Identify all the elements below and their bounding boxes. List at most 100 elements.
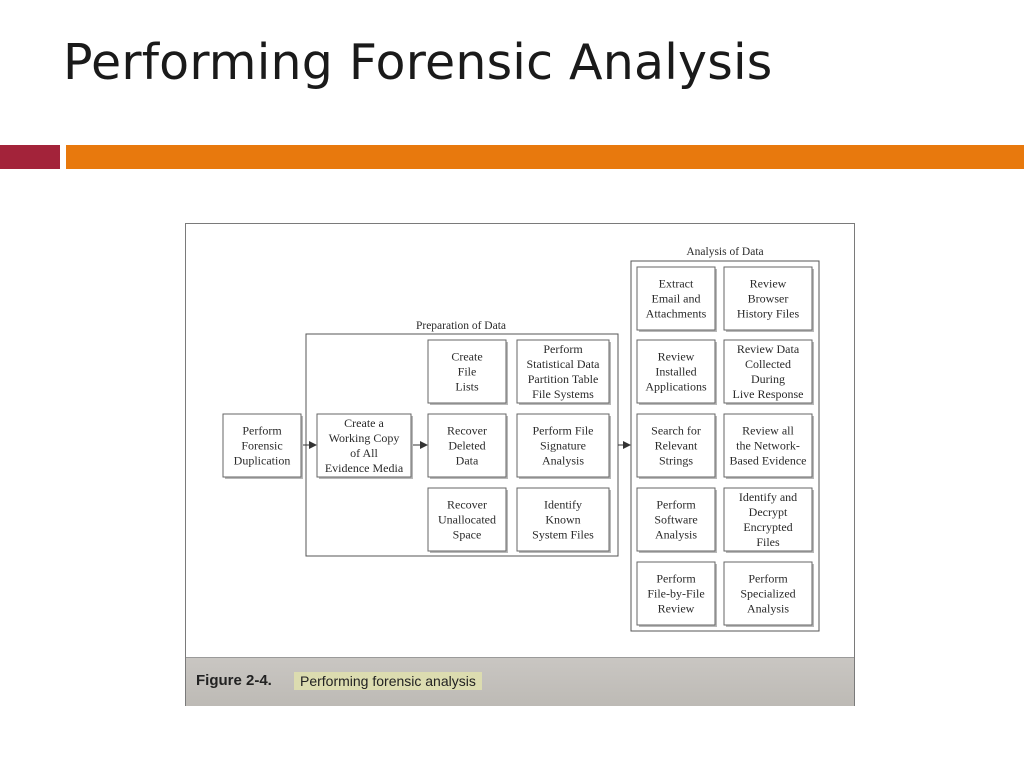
node-label-line: Review — [750, 277, 787, 291]
node-label-line: Perform — [656, 498, 696, 512]
node-label-line: System Files — [532, 528, 594, 542]
node-label-line: Installed — [655, 365, 696, 379]
node-label-line: Space — [453, 528, 482, 542]
node-box — [636, 561, 716, 626]
node-label-line: Signature — [540, 439, 586, 453]
analysis-group-label: Analysis of Data — [686, 246, 763, 258]
node-box — [516, 487, 610, 552]
node-label-line: Live Response — [733, 387, 804, 401]
node-box — [222, 413, 302, 478]
node-label-line: Working Copy — [329, 431, 400, 445]
node-box — [516, 413, 610, 478]
node-box — [427, 487, 507, 552]
node-label-line: Review — [658, 350, 695, 364]
node-label-line: Identify and — [739, 490, 797, 504]
node-label-line: Perform File — [533, 424, 594, 438]
figure-panel: Preparation of Data Analysis of Data Per… — [185, 223, 855, 706]
node-box — [723, 413, 813, 478]
node-label-line: of All — [350, 446, 378, 460]
node-box — [636, 266, 716, 331]
node-label-line: Identify — [544, 498, 582, 512]
node-label-line: Files — [756, 535, 780, 549]
node-box — [516, 339, 610, 404]
node-label-line: Collected — [745, 357, 791, 371]
node-label-line: Lists — [455, 380, 479, 394]
node-label-line: Deleted — [448, 439, 485, 453]
node-label-line: Search for — [651, 424, 701, 438]
node-box — [723, 266, 813, 331]
node-label-line: Evidence Media — [325, 461, 404, 475]
figure-caption: Performing forensic analysis — [294, 672, 482, 690]
node-label-line: File-by-File — [647, 587, 704, 601]
node-label-line: Browser — [748, 292, 789, 306]
node-box — [316, 413, 412, 478]
node-box — [427, 413, 507, 478]
node-label-line: Perform — [543, 342, 583, 356]
node-label-line: Duplication — [234, 454, 291, 468]
node-label-line: File Systems — [532, 387, 594, 401]
preparation-group-label: Preparation of Data — [416, 320, 506, 332]
node-label-line: the Network- — [736, 439, 800, 453]
node-box — [723, 561, 813, 626]
node-label-line: Data — [456, 454, 479, 468]
node-box — [636, 413, 716, 478]
analysis-group-box — [630, 260, 820, 632]
node-label-line: Perform — [748, 572, 788, 586]
node-label-line: History Files — [737, 307, 800, 321]
node-label-line: Based Evidence — [730, 454, 807, 468]
node-label-line: Partition Table — [528, 372, 599, 386]
node-label-line: Recover — [447, 424, 487, 438]
node-label-line: Perform — [242, 424, 282, 438]
node-box — [723, 339, 813, 404]
node-label-line: Specialized — [740, 587, 795, 601]
figure-number: Figure 2-4. — [196, 672, 272, 689]
accent-bar-orange — [66, 145, 1024, 169]
node-label-line: Recover — [447, 498, 487, 512]
node-label-line: Relevant — [655, 439, 698, 453]
node-label-line: Encrypted — [743, 520, 792, 534]
caption-band: Figure 2-4. Performing forensic analysis — [186, 657, 854, 706]
node-box — [723, 487, 813, 552]
accent-bar-red — [0, 145, 60, 169]
node-label-line: Forensic — [241, 439, 282, 453]
forensic-analysis-diagram: Preparation of Data Analysis of Data Per… — [222, 246, 820, 632]
node-label-line: Analysis — [747, 602, 789, 616]
node-label-line: Applications — [645, 380, 707, 394]
node-label-line: Review — [658, 602, 695, 616]
node-label-line: Perform — [656, 572, 696, 586]
node-label-line: Statistical Data — [527, 357, 601, 371]
node-label-line: Review all — [742, 424, 794, 438]
node-label-line: Strings — [659, 454, 693, 468]
node-label-line: Create a — [344, 416, 384, 430]
node-label-line: Known — [545, 513, 580, 527]
node-box — [636, 339, 716, 404]
node-label-line: Extract — [659, 277, 694, 291]
node-label-line: Review Data — [737, 342, 800, 356]
node-label-line: Analysis — [655, 528, 697, 542]
node-label-line: Attachments — [646, 307, 707, 321]
node-label-line: Create — [451, 350, 482, 364]
node-label-line: During — [751, 372, 785, 386]
slide-title: Performing Forensic Analysis — [63, 34, 773, 91]
node-label-line: Software — [654, 513, 697, 527]
node-box — [636, 487, 716, 552]
node-label-line: Decrypt — [749, 505, 788, 519]
node-label-line: Unallocated — [438, 513, 496, 527]
node-label-line: Email and — [652, 292, 701, 306]
